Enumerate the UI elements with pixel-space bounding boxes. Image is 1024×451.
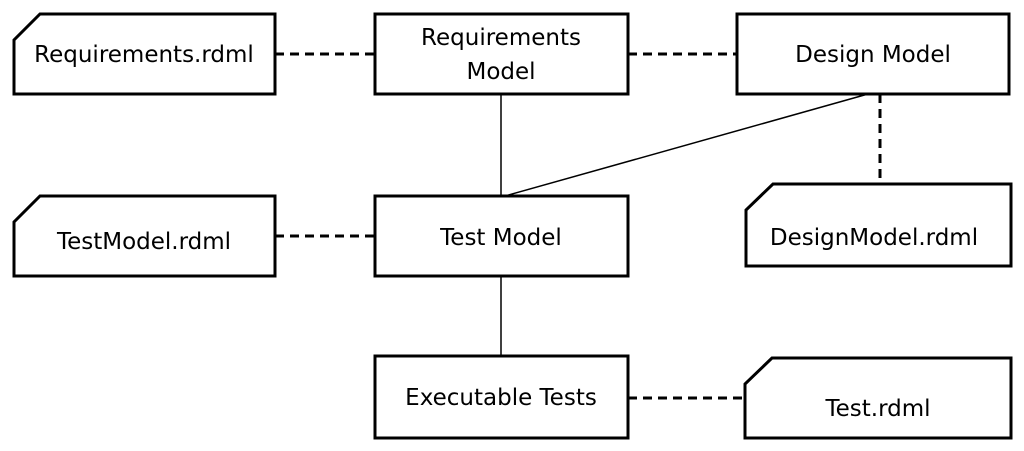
file-shape (12, 12, 277, 96)
node-box (373, 354, 630, 440)
testmodel-rdml-label: TestModel.rdml (56, 229, 231, 255)
designmodel-rdml-label: DesignModel.rdml (770, 225, 978, 251)
test-rdml-label: Test.rdml (824, 396, 930, 422)
node-box (373, 12, 630, 96)
design-model-node: Design Model (735, 12, 1011, 96)
requirements-rdml-file: Requirements.rdml (12, 12, 277, 96)
file-shape (12, 194, 277, 278)
executable-tests-node: Executable Tests (373, 354, 630, 440)
connector-design-model-to-test-model (504, 93, 869, 197)
requirements-model-label-line2: Model (466, 59, 535, 85)
node-box (735, 12, 1011, 96)
node-box (373, 194, 630, 278)
test-rdml-file: Test.rdml (743, 356, 1013, 440)
requirements-rdml-label: Requirements.rdml (34, 42, 254, 68)
design-model-label: Design Model (795, 42, 951, 68)
designmodel-rdml-file: DesignModel.rdml (744, 182, 1013, 268)
test-model-node: Test Model (373, 194, 630, 278)
test-model-label: Test Model (439, 225, 562, 251)
requirements-model-label-line1: Requirements (421, 25, 581, 51)
executable-tests-label: Executable Tests (405, 385, 597, 411)
file-shape (743, 356, 1013, 440)
requirements-model-node: Requirements Model (373, 12, 630, 96)
file-shape (744, 182, 1013, 268)
testmodel-rdml-file: TestModel.rdml (12, 194, 277, 278)
